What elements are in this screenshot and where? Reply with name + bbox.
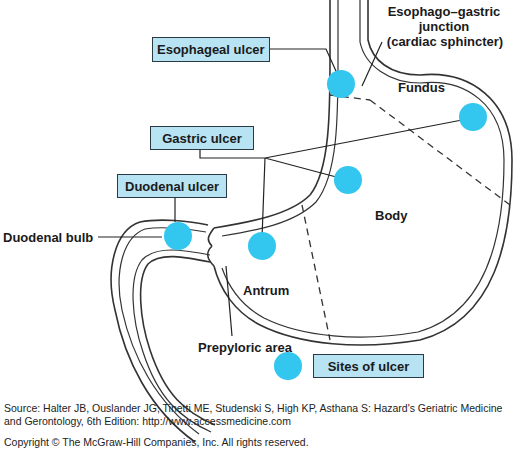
source-note: Copyright © The McGraw-Hill Companies, I… [4, 436, 509, 449]
source-note: Source: Halter JB, Ouslander JG, Tinetti… [4, 402, 509, 428]
bulb-leader [98, 236, 162, 237]
antrum-boundary [302, 205, 330, 340]
box-text: Esophageal ulcer [157, 42, 265, 57]
ulcer-site [459, 103, 487, 131]
ulcer-label-box: Gastric ulcer [150, 126, 254, 150]
legend-swatch [274, 352, 302, 380]
duodenal-leader [174, 198, 175, 222]
region-label: Antrum [243, 283, 303, 298]
legend-text: Sites of ulcer [328, 359, 410, 374]
box-text: Duodenal ulcer [125, 179, 219, 194]
legend-box: Sites of ulcer [313, 354, 424, 378]
region-label: Prepyloric area [198, 340, 318, 355]
prepyloric-leader [226, 266, 232, 336]
lesser-curvature-inner [222, 0, 338, 236]
lesser-curvature-outer [214, 0, 330, 228]
fundus-boundary [370, 100, 510, 205]
ulcer-site [327, 70, 355, 98]
ulcer-site [334, 166, 362, 194]
ulcer-site [164, 222, 192, 250]
box-text: Gastric ulcer [162, 131, 242, 146]
ulcer-sites [164, 70, 487, 260]
region-label: Body [375, 208, 435, 223]
junction-leader [362, 42, 382, 86]
region-boundaries [302, 95, 510, 340]
pylorus [208, 228, 214, 266]
ulcer-label-box: Esophageal ulcer [152, 37, 270, 62]
leader-lines [98, 42, 462, 336]
region-label: Esophago–gastric junction [384, 4, 504, 34]
region-label: Duodenal bulb [3, 230, 103, 245]
ulcer-label-box: Duodenal ulcer [117, 174, 227, 198]
region-label: Fundus [398, 80, 458, 95]
region-label: (cardiac sphincter) [380, 34, 510, 49]
stomach-walls [111, 0, 512, 442]
ulcer-site [248, 232, 276, 260]
